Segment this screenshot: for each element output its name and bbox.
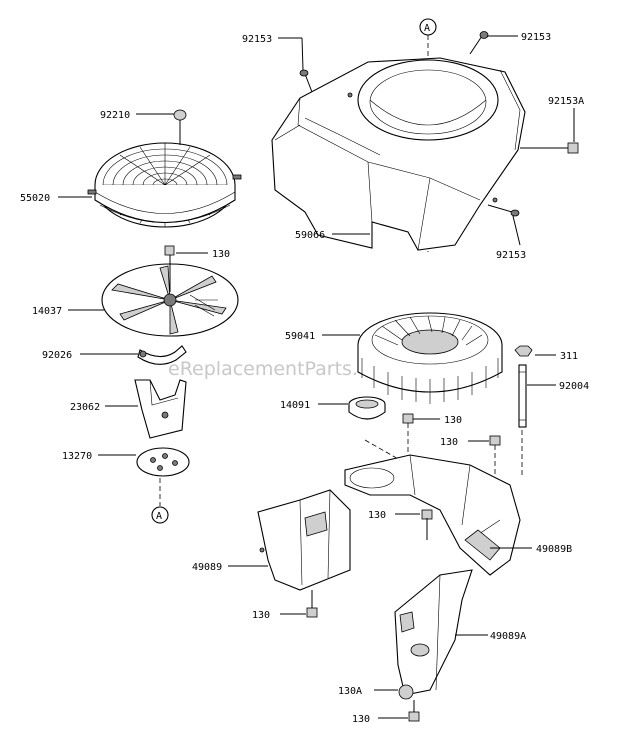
baffle-49089B [344, 439, 521, 576]
label-92153A: 92153A [548, 96, 584, 107]
bracket-23062 [134, 379, 187, 439]
label-130A: 130A [338, 686, 362, 697]
bolt-130-fan [164, 245, 175, 292]
label-14037: 14037 [32, 306, 62, 317]
bolt-130-mid-c [421, 509, 433, 540]
ref-marker-bottom: A [151, 478, 169, 524]
bolt-130-low-a [306, 590, 318, 618]
ref-marker-bottom-label: A [156, 511, 162, 522]
plate-13270 [136, 447, 190, 477]
flywheel [357, 312, 503, 404]
label-311: 311 [560, 351, 578, 362]
retainer-92026 [137, 345, 187, 365]
screw-92153-a [299, 69, 313, 93]
bolt-130-mid-b [489, 435, 501, 490]
label-14091: 14091 [280, 400, 310, 411]
baffle-49089 [257, 489, 351, 591]
watermark: eReplacementParts.com [168, 358, 399, 380]
fan-plate [101, 263, 239, 337]
nut-311 [514, 345, 533, 357]
label-130-low-a: 130 [252, 610, 270, 621]
screw-92153A [520, 142, 579, 154]
label-130-low-b: 130 [352, 714, 370, 725]
ref-marker-top-label: A [424, 23, 430, 34]
label-55020: 55020 [20, 193, 50, 204]
label-130-mid-c: 130 [368, 510, 386, 521]
label-92153-a: 92153 [242, 34, 272, 45]
label-92210: 92210 [100, 110, 130, 121]
stud-92004 [518, 364, 527, 478]
label-59066: 59066 [295, 230, 325, 241]
label-49089: 49089 [192, 562, 222, 573]
label-130-mid-a: 130 [444, 415, 462, 426]
leader-lines [58, 35, 575, 719]
label-130-fan: 130 [212, 249, 230, 260]
label-130-mid-b: 130 [440, 437, 458, 448]
baffle-49089A [394, 569, 473, 696]
blower-housing [271, 57, 526, 251]
label-92004: 92004 [559, 381, 589, 392]
label-59041: 59041 [285, 331, 315, 342]
label-13270: 13270 [62, 451, 92, 462]
rotating-screen [87, 142, 242, 228]
label-23062: 23062 [70, 402, 100, 413]
label-49089A: 49089A [490, 631, 526, 642]
screw-92210 [173, 109, 187, 145]
collar-14091 [348, 396, 386, 420]
screw-92153-c [487, 204, 520, 217]
label-49089B: 49089B [536, 544, 572, 555]
screw-92153-b [469, 31, 489, 55]
label-92026: 92026 [42, 350, 72, 361]
label-92153-c: 92153 [496, 250, 526, 261]
label-92153-b: 92153 [521, 32, 551, 43]
bolt-130A [398, 684, 414, 700]
bolt-130-low-b [408, 700, 420, 722]
